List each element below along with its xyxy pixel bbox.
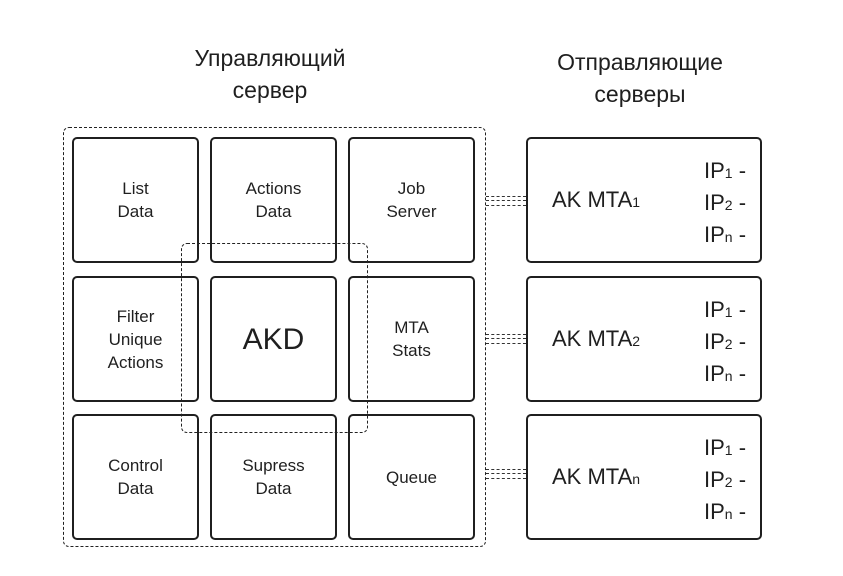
ip-entry: IP1 - bbox=[704, 433, 746, 465]
mta-server-name: AK MTA bbox=[552, 326, 633, 351]
ip-entry: IP2 - bbox=[704, 188, 746, 220]
ip-list: IP1 -IP2 -IPn - bbox=[704, 433, 746, 529]
ip-suffix: - bbox=[732, 361, 747, 386]
ip-entry: IP1 - bbox=[704, 156, 746, 188]
ip-suffix: - bbox=[732, 435, 747, 460]
connector-mta-n bbox=[486, 469, 526, 479]
ip-name: IP bbox=[704, 297, 725, 322]
connector-mta-1 bbox=[486, 196, 526, 206]
ip-name: IP bbox=[704, 222, 725, 247]
ip-name: IP bbox=[704, 158, 725, 183]
ip-name: IP bbox=[704, 467, 725, 492]
actions-data-block: Actions Data bbox=[210, 137, 337, 263]
list-data-block: List Data bbox=[72, 137, 199, 263]
job-server-block: Job Server bbox=[348, 137, 475, 263]
sending-servers-title: Отправляющие серверы bbox=[557, 49, 723, 107]
queue-block: Queue bbox=[348, 414, 475, 540]
ip-suffix: - bbox=[732, 158, 747, 183]
akd-block: AKD bbox=[210, 276, 337, 402]
ip-name: IP bbox=[704, 329, 725, 354]
ip-name: IP bbox=[704, 361, 725, 386]
ip-entry: IPn - bbox=[704, 359, 746, 391]
filter-unique-actions-block: Filter Unique Actions bbox=[72, 276, 199, 402]
ip-index: 1 bbox=[724, 304, 733, 320]
ip-index: n bbox=[724, 506, 733, 522]
ip-list: IP1 -IP2 -IPn - bbox=[704, 295, 746, 391]
ip-index: 1 bbox=[724, 442, 733, 458]
ip-index: n bbox=[724, 368, 733, 384]
mta-server-index: 2 bbox=[632, 333, 641, 349]
supress-data-block: Supress Data bbox=[210, 414, 337, 540]
ip-suffix: - bbox=[732, 222, 747, 247]
mta-server-label: AK MTAn bbox=[552, 464, 640, 492]
ip-name: IP bbox=[704, 435, 725, 460]
mta-server-index: 1 bbox=[632, 194, 641, 210]
ip-index: 2 bbox=[724, 474, 733, 490]
ip-index: 1 bbox=[724, 165, 733, 181]
mta-stats-block: MTA Stats bbox=[348, 276, 475, 402]
control-server-boundary bbox=[63, 127, 486, 547]
mta-server-name: AK MTA bbox=[552, 187, 633, 212]
ip-entry: IPn - bbox=[704, 220, 746, 252]
mta-server-index: n bbox=[632, 471, 641, 487]
mta-server-label: AK MTA1 bbox=[552, 187, 640, 215]
ip-index: n bbox=[724, 229, 733, 245]
ip-suffix: - bbox=[732, 329, 747, 354]
ip-name: IP bbox=[704, 499, 725, 524]
ip-entry: IPn - bbox=[704, 497, 746, 529]
ip-suffix: - bbox=[732, 467, 747, 492]
mta-server-label: AK MTA2 bbox=[552, 326, 640, 354]
ip-index: 2 bbox=[724, 336, 733, 352]
mta-server-name: AK MTA bbox=[552, 464, 633, 489]
ip-suffix: - bbox=[732, 190, 747, 215]
ip-name: IP bbox=[704, 190, 725, 215]
ip-entry: IP1 - bbox=[704, 295, 746, 327]
ip-list: IP1 -IP2 -IPn - bbox=[704, 156, 746, 252]
ip-index: 2 bbox=[724, 197, 733, 213]
ip-entry: IP2 - bbox=[704, 465, 746, 497]
ip-suffix: - bbox=[732, 297, 747, 322]
ip-entry: IP2 - bbox=[704, 327, 746, 359]
connector-mta-2 bbox=[486, 334, 526, 344]
ip-suffix: - bbox=[732, 499, 747, 524]
control-data-block: Control Data bbox=[72, 414, 199, 540]
control-server-title: Управляющий сервер bbox=[194, 45, 346, 103]
